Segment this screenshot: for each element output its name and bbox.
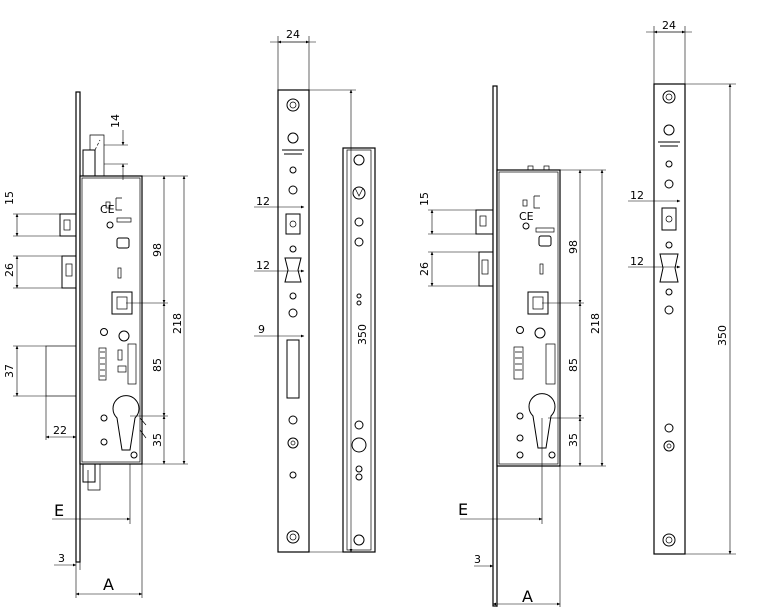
dim-98: 98 <box>151 243 164 257</box>
lock-body-drawing-3: CE <box>475 85 561 607</box>
dead-bolt <box>61 255 77 289</box>
ce-mark: CE <box>100 203 115 216</box>
dim-22: 22 <box>53 424 67 437</box>
faceplate-front <box>277 89 310 553</box>
faceplate-drawing-4 <box>653 83 686 555</box>
dead-bolt <box>478 251 494 287</box>
dimensions-drawing-3: 15 26 98 85 35 218 E 3 A <box>418 169 606 607</box>
hook-bottom <box>82 464 96 483</box>
dim-3: 3 <box>474 553 481 566</box>
dim-37: 37 <box>3 364 16 378</box>
latch-bolt <box>59 213 77 237</box>
dim-350: 350 <box>716 325 729 346</box>
dim-26: 26 <box>418 262 431 276</box>
dimensions-drawing-4: 24 12 12 350 <box>628 19 736 555</box>
faceplate-edge <box>492 85 498 607</box>
dim-85: 85 <box>151 358 164 372</box>
ce-mark: CE <box>519 210 534 223</box>
dim-85: 85 <box>567 358 580 372</box>
strike-plate <box>342 147 376 553</box>
dim-218: 218 <box>171 313 184 334</box>
dimensions-drawing-1: 14 15 26 37 22 98 85 35 218 <box>3 114 188 598</box>
dim-12-a: 12 <box>256 195 270 208</box>
latch-slot <box>285 213 301 235</box>
bolt-slot-9 <box>286 339 300 399</box>
dim-24: 24 <box>286 28 300 41</box>
dim-A: A <box>103 575 114 594</box>
latch-bolt <box>475 209 494 235</box>
dim-350: 350 <box>356 324 369 345</box>
dim-98: 98 <box>567 240 580 254</box>
faceplate-drawing-2 <box>277 89 376 553</box>
bolt-37 <box>45 345 77 397</box>
dim-12-a: 12 <box>630 189 644 202</box>
cylinder-cutout <box>112 395 140 451</box>
dim-12-b: 12 <box>630 255 644 268</box>
dim-26: 26 <box>3 263 16 277</box>
dimensions-drawing-2: 24 12 12 9 350 <box>254 28 369 553</box>
dim-A: A <box>522 587 533 606</box>
bolt-slot <box>659 253 679 283</box>
dim-12-b: 12 <box>256 259 270 272</box>
latch-slot <box>661 207 677 231</box>
dim-24: 24 <box>662 19 676 32</box>
cylinder-cutout <box>528 393 556 449</box>
dim-9: 9 <box>258 323 265 336</box>
dim-14: 14 <box>109 114 122 128</box>
dim-35: 35 <box>567 433 580 447</box>
dim-E: E <box>54 501 64 520</box>
dim-15: 15 <box>3 191 16 205</box>
dim-218: 218 <box>589 313 602 334</box>
faceplate-front <box>653 83 686 555</box>
lock-body-drawing-1: CE <box>45 91 147 563</box>
dim-E: E <box>458 500 468 519</box>
dim-35: 35 <box>151 433 164 447</box>
lock-case <box>79 175 143 465</box>
dim-15: 15 <box>418 192 431 206</box>
bolt-slot <box>284 257 302 283</box>
dim-3: 3 <box>58 552 65 565</box>
hook-top <box>82 149 96 176</box>
lock-case <box>496 169 561 467</box>
